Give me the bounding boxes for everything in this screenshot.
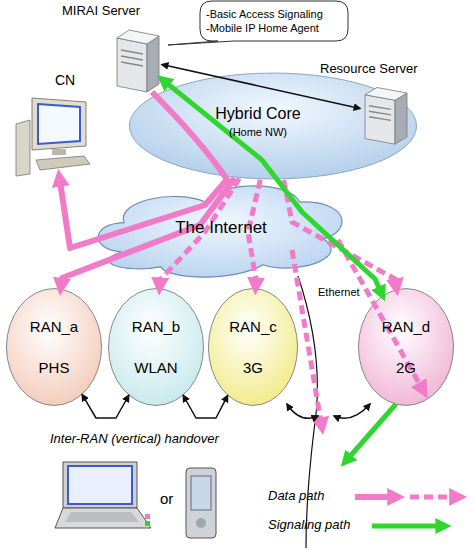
- ran-circle-shape: [6, 288, 102, 406]
- handover-arrow: [334, 404, 370, 418]
- node-label: -Mobile IP Home Agent: [206, 22, 319, 35]
- ran-circle: RAN_c 3G: [208, 288, 298, 406]
- ran-circle-shape: [208, 288, 298, 406]
- node-label: Resource Server: [320, 62, 418, 77]
- node-label: Hybrid Core: [215, 105, 300, 123]
- node-label: MIRAI Server: [62, 4, 140, 19]
- laptop-lid: [63, 462, 137, 508]
- shape-part: [358, 289, 453, 406]
- node-label: PHS: [39, 359, 70, 376]
- pda-icon: [186, 468, 216, 538]
- shape-part: [121, 56, 143, 60]
- ethernet-line: [298, 276, 317, 548]
- pda-screen: [191, 476, 211, 510]
- node-label: RAN_b: [132, 318, 180, 335]
- legend-label: Signaling path: [268, 517, 350, 532]
- server-icon: MIRAI Server: [112, 24, 162, 94]
- pda-button: [196, 518, 206, 528]
- legend-label: Data path: [268, 488, 324, 503]
- server-icon: Resource Server: [360, 82, 410, 146]
- server-icon-shape: [360, 82, 410, 146]
- callout-bubble-shape: [200, 1, 348, 41]
- ran-circle: RAN_bWLAN: [108, 288, 204, 406]
- shape-part: [129, 73, 416, 179]
- computer-icon: CN: [14, 94, 92, 176]
- callout-bubble: -Basic Access Signaling-Mobile IP Home A…: [200, 1, 348, 41]
- node-label: 2G: [396, 359, 416, 376]
- connector-arrow: [82, 395, 129, 418]
- connector-arrow: [183, 396, 227, 419]
- signaling-path: [345, 404, 396, 462]
- laptop-screen: [68, 466, 132, 504]
- legend-sample-line: [372, 524, 445, 529]
- text-label: or: [160, 490, 173, 507]
- shape-part: [369, 117, 391, 121]
- node-label: RAN_d: [382, 318, 430, 335]
- shape-part: [6, 289, 101, 406]
- shape-part: [36, 156, 90, 170]
- shape-part: [121, 62, 143, 66]
- handover-arrow: [287, 404, 318, 418]
- node-label: CN: [55, 72, 75, 88]
- text-label: Inter-RAN (vertical) handover: [50, 431, 219, 446]
- shape-part: [208, 289, 297, 406]
- node-label: (Home NW): [229, 126, 287, 139]
- legend-sample-line: [410, 495, 460, 500]
- shape-part: [365, 95, 395, 144]
- legend-sample-line: [355, 494, 398, 500]
- shape-part: [16, 120, 30, 176]
- node-label: RAN_c: [229, 318, 277, 335]
- ran-circle: RAN_aPHS: [6, 288, 102, 406]
- ran-circle-shape: [108, 288, 204, 406]
- laptop-base: [55, 508, 151, 528]
- laptop-icon: [55, 462, 151, 528]
- shape-part: [108, 289, 203, 406]
- shape-part: [38, 104, 80, 144]
- shape-part: [168, 1, 348, 45]
- shape-part: [32, 98, 86, 150]
- shape-part: [117, 38, 147, 92]
- shape-part: [147, 36, 159, 92]
- shape-part: [52, 149, 66, 155]
- node-label: -Basic Access Signaling: [206, 8, 323, 21]
- shape-part: [369, 111, 391, 115]
- shape-part: [369, 106, 391, 110]
- shape-part: [395, 93, 407, 144]
- node-label: RAN_a: [30, 318, 78, 335]
- shape-part: [117, 30, 159, 44]
- text-label: Ethernet: [318, 286, 360, 298]
- node-label: 3G: [243, 359, 263, 376]
- shape-part: [121, 50, 143, 54]
- node-label: The Internet: [175, 218, 267, 238]
- server-icon-shape: [112, 24, 162, 94]
- laptop-keyboard: [65, 512, 139, 522]
- shape-part: [98, 186, 342, 277]
- pda-body: [186, 468, 216, 538]
- laptop-port: [145, 521, 150, 526]
- computer-icon-shape: [14, 94, 92, 176]
- laptop-port: [145, 514, 150, 519]
- node-label: WLAN: [134, 359, 177, 376]
